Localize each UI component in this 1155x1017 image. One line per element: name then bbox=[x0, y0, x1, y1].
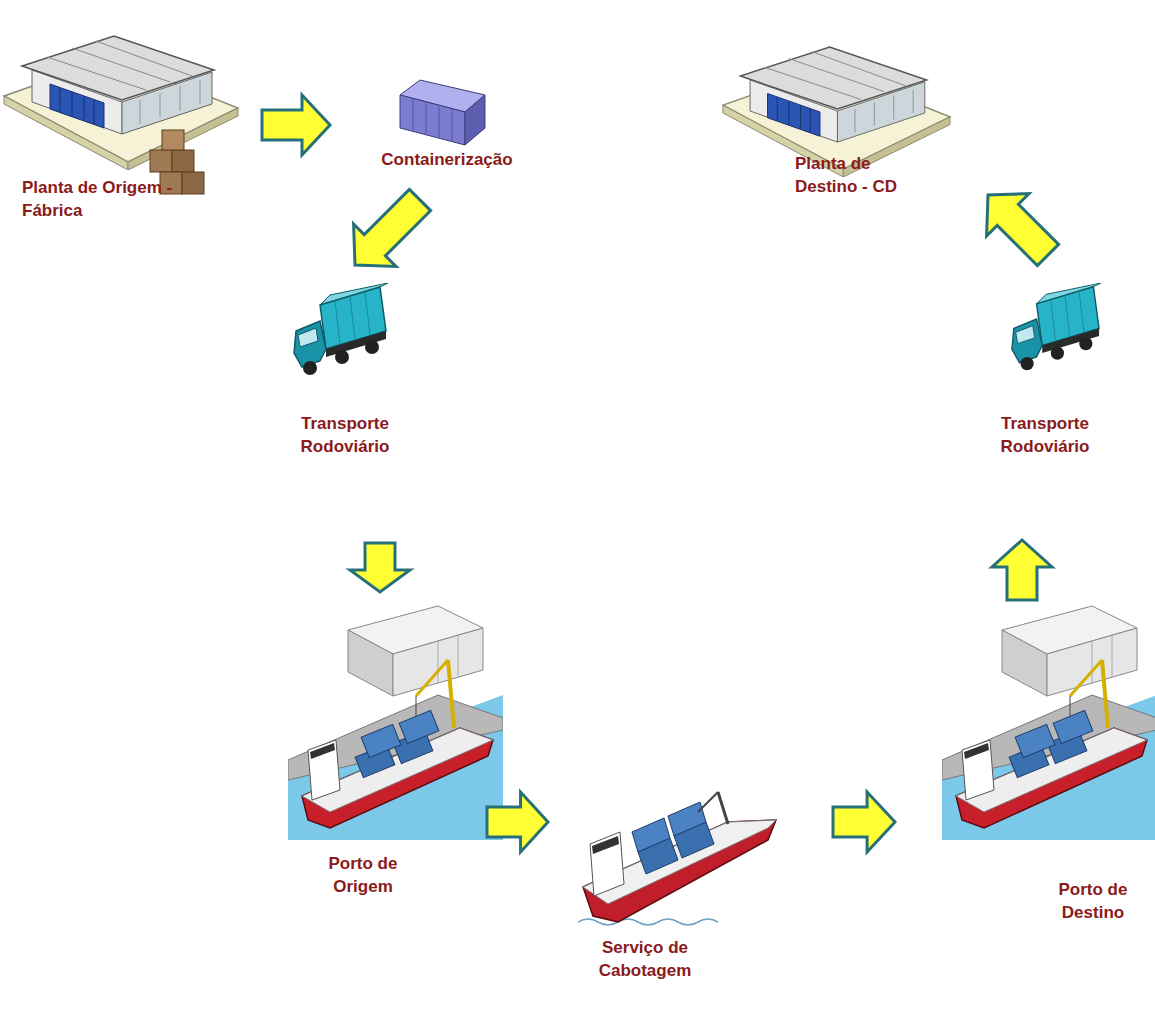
truck bbox=[294, 283, 388, 375]
container bbox=[400, 80, 485, 145]
station-name: Transporte Rodoviário bbox=[280, 412, 410, 458]
station-name: Containerização bbox=[347, 148, 547, 171]
station-node: Transporte Rodoviário bbox=[270, 265, 430, 543]
station-name: Serviço de Cabotagem bbox=[580, 936, 710, 982]
station-label: Transporte Rodoviário bbox=[980, 412, 1110, 458]
truck bbox=[1012, 283, 1101, 370]
flow-arrow-group bbox=[354, 189, 431, 266]
flow-arrow bbox=[487, 792, 548, 852]
station-node: Containerização bbox=[330, 70, 545, 200]
station-node: Porto de Origem bbox=[285, 592, 487, 910]
station-label: Planta de Destino - CD bbox=[795, 152, 925, 198]
ship bbox=[578, 792, 776, 925]
station-name: Porto de Destino bbox=[1038, 878, 1148, 924]
station-node: Planta de Destino - CD bbox=[715, 10, 995, 195]
station-name: Transporte Rodoviário bbox=[980, 412, 1110, 458]
station-label: Porto de Destino bbox=[1038, 878, 1148, 924]
station-label: Serviço de Cabotagem bbox=[580, 936, 710, 982]
station-name: Planta de Destino - CD bbox=[795, 152, 925, 198]
port-illustration bbox=[942, 606, 1155, 840]
station-node: Transporte Rodoviário bbox=[975, 255, 1120, 540]
flow-arrow-group bbox=[987, 194, 1059, 266]
flow-arrow-group bbox=[487, 792, 548, 852]
port-illustration bbox=[288, 606, 503, 840]
station-name: Planta de Origem - Fábrica bbox=[22, 176, 212, 222]
station-label: Transporte Rodoviário bbox=[280, 412, 410, 458]
station-node: Serviço de Cabotagem bbox=[548, 770, 833, 1005]
flow-arrow bbox=[833, 792, 895, 852]
flow-arrow-group bbox=[992, 540, 1052, 600]
station-name: Porto de Origem bbox=[308, 852, 418, 898]
flow-arrow-group bbox=[262, 95, 330, 155]
station-node: Porto de Destino bbox=[895, 600, 1155, 935]
flow-arrow bbox=[262, 95, 330, 155]
station-node: Planta de Origem - Fábrica bbox=[0, 0, 262, 250]
flow-arrow bbox=[987, 194, 1059, 266]
factory-building bbox=[4, 36, 238, 170]
flow-arrow bbox=[992, 540, 1052, 600]
flow-arrow-group bbox=[833, 792, 895, 852]
station-label: Planta de Origem - Fábrica bbox=[22, 176, 212, 222]
flow-arrow-group bbox=[350, 543, 410, 592]
flow-arrow bbox=[354, 189, 431, 266]
station-label: Containerização bbox=[347, 148, 547, 171]
station-label: Porto de Origem bbox=[308, 852, 418, 898]
flow-arrow bbox=[350, 543, 410, 592]
